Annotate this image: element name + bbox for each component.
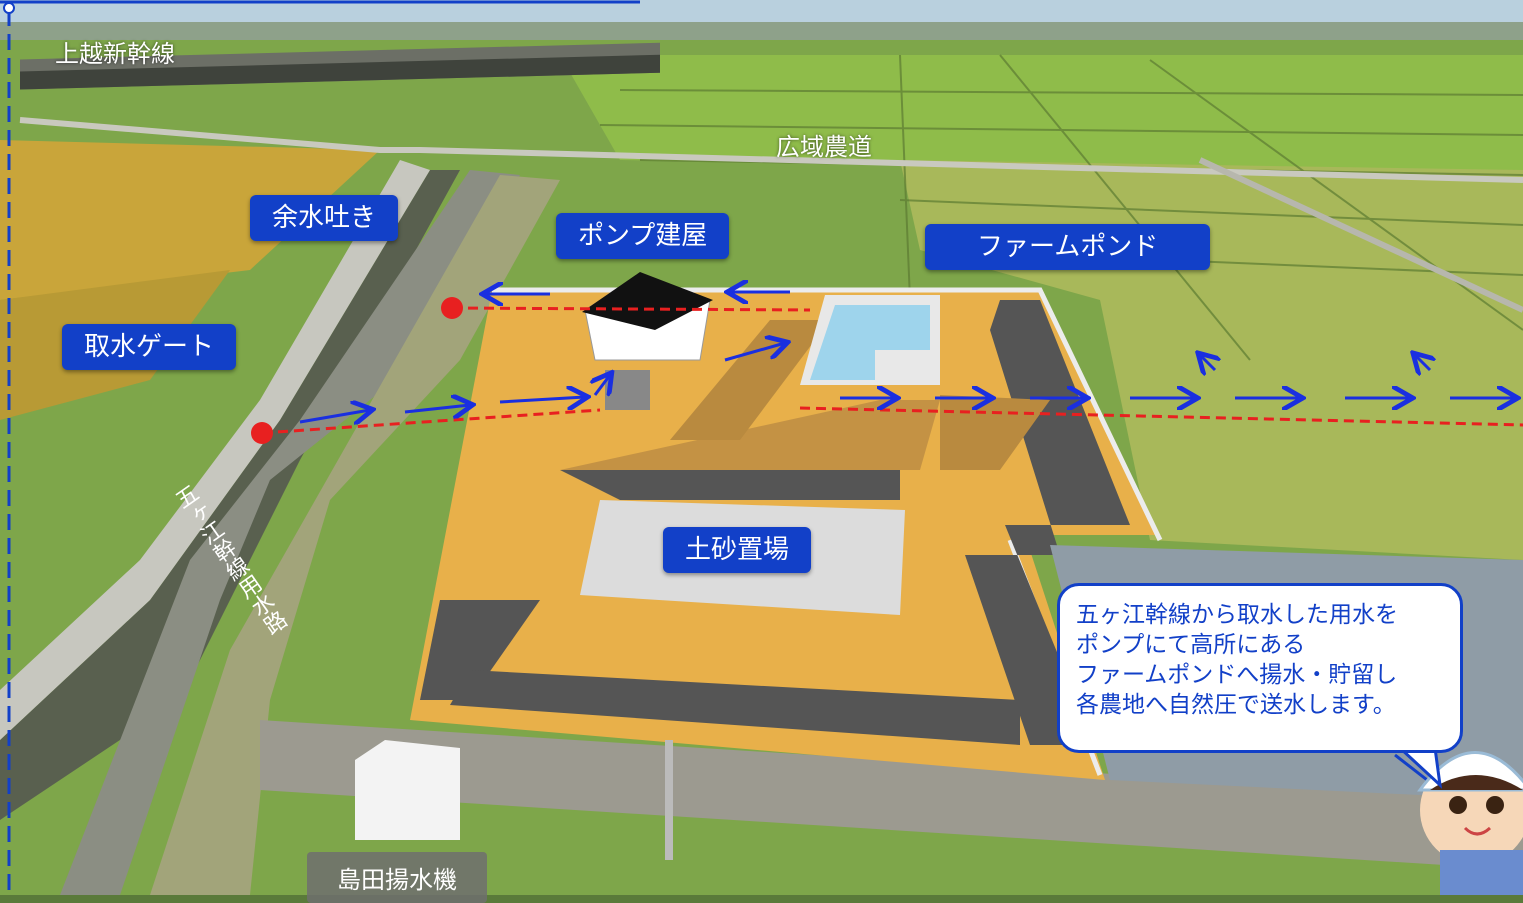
label-farm-road: 広域農道 <box>776 133 872 161</box>
label-soil-yard: 土砂置場 <box>663 527 812 573</box>
label-farm-pond: ファームポンド <box>925 224 1211 270</box>
label-pump-house: ポンプ建屋 <box>556 213 730 259</box>
callout-line: ファームポンドへ揚水・貯留し <box>1076 662 1398 688</box>
callout-line: 各農地へ自然圧で送水します。 <box>1076 692 1396 718</box>
label-shimada-pump: 島田揚水機 <box>307 852 487 903</box>
label-yosui-haki: 余水吐き <box>250 195 399 241</box>
mascot-character <box>1394 751 1523 895</box>
callout-line: ポンプにて高所にある <box>1076 632 1306 658</box>
callout-line: 五ヶ江幹線から取水した用水を <box>1076 602 1398 628</box>
label-intake-gate: 取水ゲート <box>62 324 237 370</box>
label-shinkansen: 上越新幹線 <box>55 40 175 68</box>
explanation-callout: 五ヶ江幹線から取水した用水を ポンプにて高所にある ファームポンドへ揚水・貯留し… <box>1057 583 1463 753</box>
